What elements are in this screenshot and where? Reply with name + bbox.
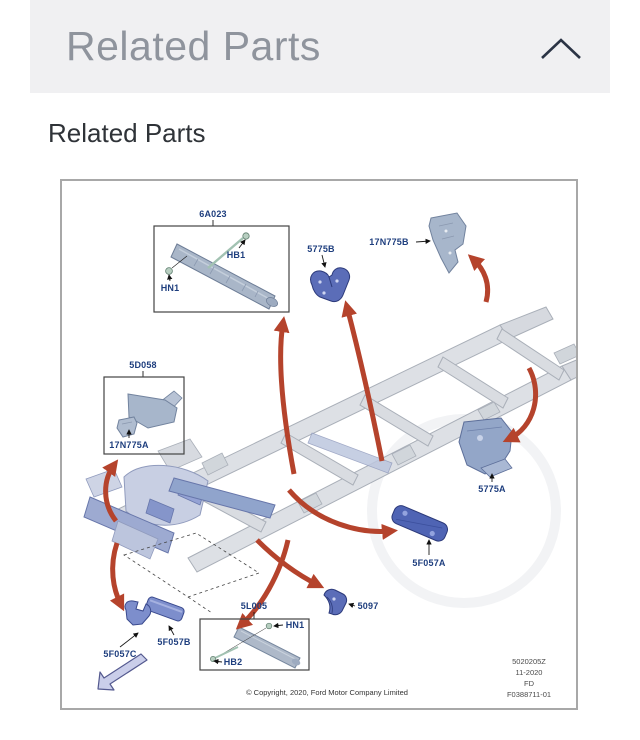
part-hn1-nut (165, 267, 173, 275)
callout-box-6a023 (153, 225, 290, 313)
part-label-5775b: 5775B (307, 244, 335, 254)
part-5775a-shape (458, 417, 513, 478)
part-5775b-shape (310, 267, 351, 303)
part-label-hb2: HB2 (223, 657, 243, 667)
part-17n775a-shape (116, 416, 138, 438)
part-6a023-shape (165, 232, 278, 310)
part-5f057b-shape (145, 596, 185, 622)
part-label-5d058: 5D058 (129, 360, 157, 370)
part-17n775b-shape (428, 212, 467, 274)
doc-codes: 5020205Z 11-2020 FD F0388711-01 (479, 656, 579, 700)
copyright-notice: © Copyright, 2020, Ford Motor Company Li… (246, 688, 408, 697)
callout-box-5l005 (199, 618, 310, 671)
red-arrow-to-5775a (502, 366, 539, 443)
parts-diagram: 6A023 HB1 HN1 5775B 17N775B 5D058 17N775… (60, 179, 578, 710)
leader-lines (119, 220, 495, 665)
doc-code-line: F0388711-01 (506, 690, 552, 699)
part-5f057c-shape (124, 600, 152, 626)
highlighted-parts (97, 212, 513, 691)
related-parts-accordion-header[interactable]: Related Parts (30, 0, 610, 93)
part-label-5f057b: 5F057B (157, 637, 191, 647)
part-label-17n775b: 17N775B (369, 237, 409, 247)
parts-diagram-svg (83, 212, 576, 691)
chassis-frame-illustration (83, 306, 576, 573)
part-5d058-shape (116, 390, 183, 438)
part-label-5f057a: 5F057A (412, 558, 446, 568)
part-5f057a-shape (391, 505, 449, 542)
chevron-up-icon[interactable] (538, 33, 584, 61)
part-label-5f057c: 5F057C (103, 649, 137, 659)
part-label-5775a: 5775A (478, 484, 506, 494)
doc-code-line: 5020205Z (512, 657, 546, 666)
part-hn1b-nut (265, 622, 273, 630)
doc-code-line: 11-2020 (515, 668, 543, 677)
part-label-hn1: HN1 (160, 283, 180, 293)
red-arrow-to-5775b (341, 300, 385, 462)
part-label-hb1: HB1 (226, 250, 246, 260)
front-direction-arrow (97, 653, 148, 691)
dashed-explode-outline (123, 532, 260, 614)
red-arrow-to-6a023 (273, 316, 297, 475)
part-label-5097: 5097 (357, 601, 379, 611)
callout-boxes (103, 225, 310, 671)
part-label-hn1-b: HN1 (285, 620, 305, 630)
red-arrow-to-5l005 (235, 539, 291, 630)
red-arrow-to-5f057c (109, 542, 125, 612)
red-arrow-to-17n775b (467, 254, 491, 303)
part-label-5l005: 5L005 (240, 601, 268, 611)
red-arrow-to-5d058 (102, 459, 119, 523)
doc-code-line: FD (524, 679, 534, 688)
part-label-6a023: 6A023 (199, 209, 227, 219)
callout-box-5d058 (103, 376, 185, 455)
red-arrow-to-5f057a (287, 488, 398, 540)
page-title: Related Parts (48, 118, 206, 148)
accordion-title: Related Parts (66, 23, 321, 69)
part-hb2-bolt (214, 646, 239, 659)
part-hb1-bolt (207, 237, 244, 269)
part-label-17n775a: 17N775A (109, 440, 149, 450)
part-5097-shape (323, 588, 348, 616)
red-arrow-to-5097 (255, 538, 325, 589)
